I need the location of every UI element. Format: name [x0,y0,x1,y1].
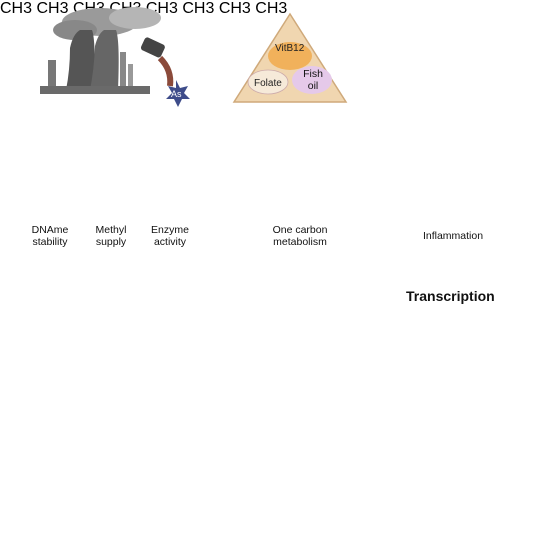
transcription-label: Transcription [406,288,495,304]
methyl-supply-label: Methyl supply [95,224,127,248]
dna-ch3-3: CH3 [218,0,251,17]
vitb12-label: VitB12 [275,43,305,54]
one-carbon-label: One carbon metabolism [272,224,328,248]
inflammation-label: Inflammation [422,230,484,242]
enzyme-activity-label: Enzyme activity [151,224,189,248]
fish-oil-label: Fish oil [303,68,323,92]
arsenic-label: As [171,89,182,99]
factory-pollution-icon [40,7,190,107]
folate-label: Folate [254,78,282,89]
dna-ch3-4: CH3 [255,0,288,17]
methyl-ch3-b: CH3 [36,0,69,17]
methyl-ch3-a: CH3 [0,0,33,17]
dna-stability-label: DNAme stability [31,224,69,248]
dna-ch3-2: CH3 [182,0,215,17]
nutrient-pyramid-icon [232,12,348,103]
